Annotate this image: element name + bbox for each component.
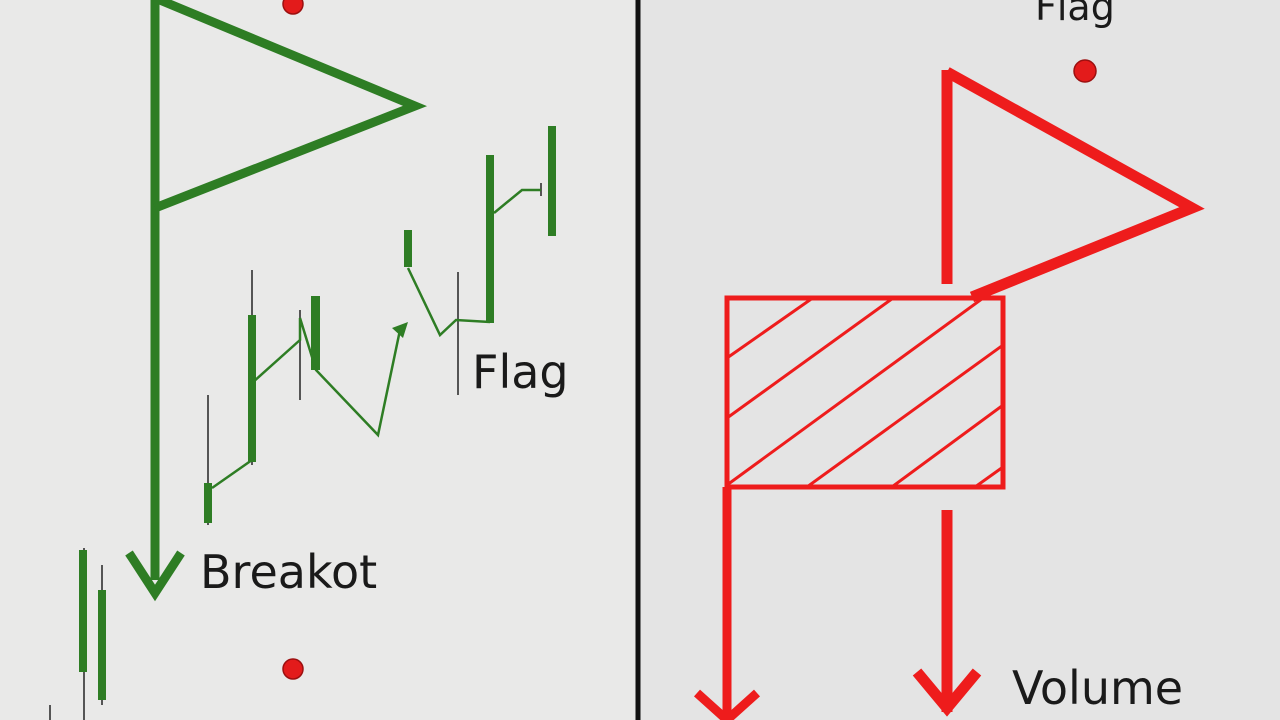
- flag-pennant: [944, 67, 1205, 303]
- price-line: [211, 317, 402, 490]
- volume-label: Volume: [1012, 661, 1183, 715]
- price-line: [406, 267, 491, 338]
- red-dot: [1073, 59, 1097, 83]
- right-panel-bg: [640, 0, 1280, 720]
- price-line: [493, 188, 541, 214]
- hatched-consolidation-box: [724, 295, 1006, 490]
- down-arrow-icon: [125, 550, 185, 602]
- candle-body: [204, 483, 212, 523]
- candle-body: [548, 126, 556, 236]
- left-panel: Flag Breakot: [49, 0, 569, 720]
- candle-body: [311, 296, 320, 370]
- down-arrow-icon: [693, 689, 761, 720]
- hatch-line: [804, 343, 1003, 487]
- red-down-arrow-middle: [912, 510, 982, 717]
- candle-body: [486, 155, 494, 323]
- red-dot: [282, 658, 304, 680]
- right-flag-label: Flag: [1035, 0, 1115, 29]
- price-arrow-icon: [392, 322, 408, 338]
- green-candlesticks: [49, 126, 556, 720]
- box-outline: [724, 295, 1006, 490]
- hatch-line: [889, 403, 1003, 487]
- right-panel: Flag Volume: [693, 0, 1205, 720]
- candle-body: [79, 550, 87, 672]
- breakout-label: Breakot: [200, 545, 377, 599]
- hatch-line: [727, 298, 896, 420]
- red-flag-icon: [941, 67, 1205, 303]
- candle-body: [98, 590, 106, 700]
- down-arrow-icon: [912, 668, 982, 717]
- hatch-line: [727, 298, 986, 487]
- left-flag-label: Flag: [472, 345, 569, 399]
- red-dot: [282, 0, 304, 15]
- candle-body: [404, 230, 412, 267]
- flag-pennant: [153, 0, 428, 213]
- hatch-line: [972, 465, 1003, 487]
- red-down-arrow-left: [693, 487, 761, 720]
- green-flag-icon: [150, 0, 428, 580]
